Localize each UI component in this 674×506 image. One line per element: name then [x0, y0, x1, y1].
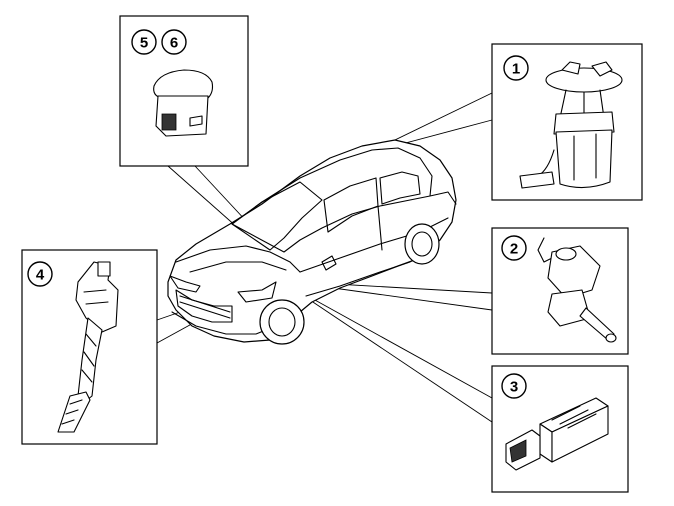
brake-switch-tip [605, 333, 617, 343]
pump-float [519, 171, 555, 189]
callout-2-label: 2 [510, 241, 518, 258]
car-windshield [231, 181, 323, 251]
pump-canister [555, 129, 613, 189]
pedal-pad [57, 391, 91, 433]
car-front-wheel [259, 299, 305, 345]
callout-4-circle [27, 261, 53, 287]
car-sill [305, 261, 411, 297]
component-box-1: 1 [491, 43, 643, 201]
pedal-connector [97, 261, 111, 277]
car-illustration [167, 139, 457, 345]
pedal-pad-grip [61, 399, 83, 425]
callout-4-label: 4 [36, 267, 45, 284]
car-headlight-left [169, 275, 201, 293]
brake-switch-illustration [537, 237, 617, 343]
brake-switch-cap [555, 247, 577, 261]
accelerator-pedal-illustration [57, 261, 119, 433]
module-top-ridges [551, 405, 597, 429]
component-box-5-6: 5 6 [119, 15, 249, 167]
pump-canister-detail [573, 133, 597, 181]
leader-3-a [285, 283, 493, 399]
pump-flange [545, 67, 623, 93]
car-rear-quarter [429, 191, 457, 205]
callout-5-label: 5 [140, 35, 148, 52]
switch-connector [161, 113, 177, 131]
callout-1-circle [503, 55, 529, 81]
callout-3-label: 3 [510, 379, 518, 396]
callout-1-label: 1 [512, 61, 520, 78]
car-rear-wheel [404, 223, 440, 265]
car-roof [231, 147, 433, 253]
callout-2-circle [501, 235, 527, 261]
car-grille-bar-2 [179, 301, 231, 319]
component-box-2: 2 [491, 227, 629, 355]
car-hood-crease [189, 261, 287, 273]
car-mirror [321, 255, 337, 271]
callout-5-circle [131, 29, 157, 55]
callout-3-circle [501, 373, 527, 399]
component-box-4: 4 [21, 249, 158, 445]
car-door-split [377, 205, 383, 251]
pump-mid-housing [553, 111, 615, 135]
module-housing-side [551, 405, 609, 463]
callout-6-circle [161, 29, 187, 55]
switch-module-illustration [153, 69, 214, 137]
brake-switch-clip [537, 237, 553, 263]
car-rear-window [379, 171, 421, 205]
car-rear-rim [411, 231, 433, 257]
car-hood [175, 245, 301, 273]
callout-6-label: 6 [170, 35, 178, 52]
brake-switch-lower [547, 289, 591, 327]
switch-tab [189, 115, 203, 127]
car-front-rim [268, 307, 296, 337]
pedal-mount-detail [83, 289, 109, 305]
leader-3-b [285, 283, 493, 423]
car-headlight-right [237, 281, 277, 303]
pedal-arm-ribs [81, 333, 97, 383]
module-connector-socket [509, 439, 527, 463]
car-grille-bar-1 [179, 295, 231, 313]
component-box-3: 3 [491, 365, 629, 493]
pump-top-fittings [561, 61, 613, 77]
sensor-module-illustration [505, 397, 609, 471]
fuel-pump-illustration [519, 61, 623, 189]
